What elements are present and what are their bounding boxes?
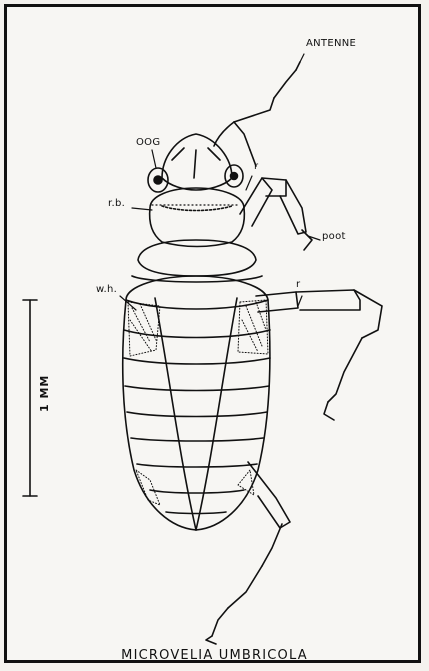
label-rb: r.b. [108, 198, 125, 209]
pronotum [150, 188, 245, 247]
antenna [214, 62, 300, 166]
scale-bar [23, 300, 37, 496]
label-leaders [120, 54, 320, 310]
head [162, 134, 232, 190]
eye-right [225, 165, 243, 187]
hind-leg [206, 462, 290, 644]
label-oog: OOG [136, 137, 160, 148]
label-r-top: r [254, 161, 258, 172]
label-wh: w.h. [96, 284, 117, 295]
label-r-mid: r [296, 279, 300, 290]
fore-leg [240, 178, 312, 250]
figure-caption: MICROVELIA UMBRICOLA [0, 648, 429, 663]
label-poot: poot [322, 231, 346, 242]
scale-bar-label: 1 MM [38, 375, 51, 412]
middle-leg [256, 290, 382, 420]
label-antenne: ANTENNE [306, 38, 356, 49]
hair-patches [128, 300, 268, 505]
